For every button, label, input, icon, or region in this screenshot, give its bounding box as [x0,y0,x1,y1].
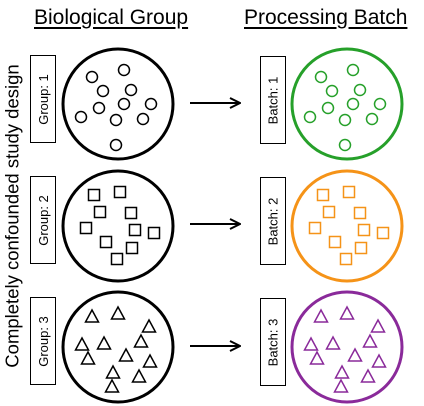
sample-circle-marker [109,113,123,127]
sample-square-marker [322,205,336,219]
sample-triangle-marker [74,336,90,351]
group-2-circle [61,169,175,283]
sample-triangle-marker [347,347,363,362]
sample-triangle-marker [370,318,386,333]
sample-triangle-marker [333,378,349,393]
batch-1-label-box: Batch: 1 [260,56,286,144]
sample-square-marker [353,206,367,220]
group-2-samples [79,185,161,266]
sample-triangle-marker [104,378,120,393]
sample-triangle-marker [142,353,158,368]
sample-square-marker [357,223,371,237]
batch-3-label-box: Batch: 3 [260,298,286,386]
sample-triangle-marker [309,350,325,365]
sample-triangle-marker [133,333,149,348]
sample-circle-marker [338,113,352,127]
group-1-circle [61,47,175,161]
batch-2-samples [308,185,390,266]
sample-circle-marker [117,63,131,77]
sample-triangle-marker [141,318,157,333]
sample-circle-marker [321,101,335,115]
sample-triangle-marker [110,305,126,320]
sample-circle-marker [346,63,360,77]
batch-2-circle [290,169,404,283]
sample-triangle-marker [334,364,350,379]
sample-circle-marker [96,84,110,98]
group-3-label-box: Group: 3 [30,297,56,385]
sample-square-marker [342,185,356,199]
sample-square-marker [354,241,368,255]
sample-triangle-marker [118,347,134,362]
sample-circle-marker [346,97,360,111]
batch-2-label-box: Batch: 2 [260,177,286,265]
sample-square-marker [99,235,113,249]
sample-square-marker [128,223,142,237]
group-3-circle [61,290,175,404]
group-1-label-box: Group: 1 [30,55,56,143]
sample-circle-marker [109,138,123,152]
sample-circle-marker [303,110,317,124]
sample-square-marker [110,252,124,266]
sample-circle-marker [74,110,88,124]
biological-group-header: Biological Group [34,6,189,29]
sample-square-marker [124,206,138,220]
sample-circle-marker [136,112,150,126]
sample-circle-marker [314,70,328,84]
group-3-samples [74,305,158,393]
sample-circle-marker [365,112,379,126]
sample-square-marker [339,252,353,266]
sample-triangle-marker [313,308,329,323]
sample-triangle-marker [325,335,341,350]
sample-circle-marker [117,97,131,111]
sample-square-marker [125,241,139,255]
sample-circle-marker [353,83,367,97]
sample-square-marker [93,205,107,219]
sample-square-marker [328,235,342,249]
sample-triangle-marker [362,333,378,348]
sample-circle-marker [373,97,387,111]
sample-circle-marker [124,83,138,97]
sample-square-marker [113,185,127,199]
sample-square-marker [308,221,322,235]
sample-square-marker [316,188,330,202]
sample-square-marker [376,226,390,240]
sample-triangle-marker [84,308,100,323]
sample-triangle-marker [105,364,121,379]
sample-square-marker [87,188,101,202]
processing-batch-header: Processing Batch [244,6,408,29]
sample-triangle-marker [339,305,355,320]
sample-square-marker [147,226,161,240]
sample-square-marker [79,221,93,235]
batch-1-samples [303,63,387,152]
sample-triangle-marker [96,335,112,350]
sample-circle-marker [144,97,158,111]
batch-1-circle [290,47,404,161]
batch-3-circle [290,290,404,404]
sample-triangle-marker [131,368,147,383]
sample-triangle-marker [80,350,96,365]
sample-circle-marker [85,70,99,84]
sample-circle-marker [92,101,106,115]
sample-triangle-marker [303,336,319,351]
group-2-label-box: Group: 2 [30,176,56,264]
sample-triangle-marker [360,368,376,383]
group-1-samples [74,63,158,152]
sample-triangle-marker [371,353,387,368]
sample-circle-marker [338,138,352,152]
sample-circle-marker [325,84,339,98]
batch-3-samples [303,305,387,393]
